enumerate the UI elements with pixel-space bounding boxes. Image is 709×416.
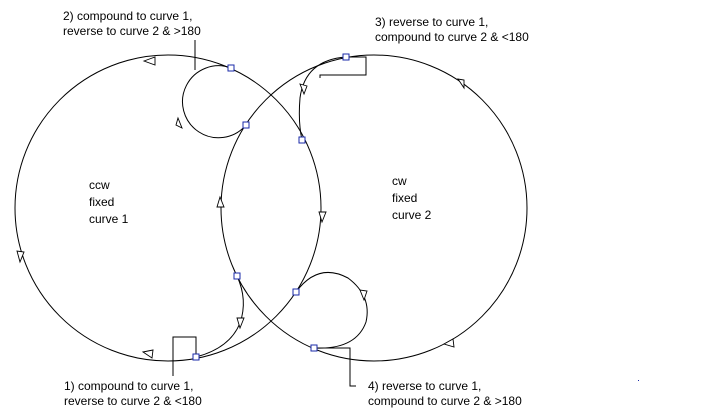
- arc-4-reverse-compound-gt180: [295, 271, 368, 349]
- grip-square-icon[interactable]: [233, 272, 241, 280]
- leader-callout-3: [319, 56, 367, 78]
- callout-line: reverse to curve 2 & <180: [64, 394, 202, 408]
- curve-1-label-line: ccw: [89, 178, 110, 192]
- arrow-icon: [175, 116, 183, 129]
- arrow-icon: [457, 78, 465, 90]
- callout-line: 4) reverse to curve 1,: [368, 379, 481, 393]
- callout-line: 2) compound to curve 1,: [63, 9, 192, 23]
- leader-callout-1: [172, 336, 197, 376]
- arc-3-reverse-compound-lt180: [298, 56, 347, 141]
- grip-square-icon[interactable]: [192, 353, 200, 361]
- curve-1-label-line: curve 1: [89, 212, 129, 226]
- callout-line: 1) compound to curve 1,: [64, 379, 193, 393]
- arrow-icon: [318, 211, 327, 224]
- callout-line: compound to curve 2 & <180: [375, 30, 529, 44]
- grip-square-icon[interactable]: [342, 53, 350, 61]
- curve-1-circle: [14, 54, 322, 362]
- grip-square-icon[interactable]: [310, 344, 318, 352]
- callout-line: 3) reverse to curve 1,: [375, 15, 488, 29]
- curve-2-circle: [220, 54, 528, 362]
- callout-line: compound to curve 2 & >180: [368, 394, 522, 408]
- arrow-icon: [216, 195, 225, 208]
- curve-1-label: ccw fixed curve 1: [89, 178, 129, 226]
- arrow-icon: [442, 338, 455, 348]
- arrow-icon: [141, 349, 154, 359]
- grip-points: [192, 53, 350, 361]
- leader-lines: [172, 40, 367, 387]
- arc-2-compound-reverse-gt180: [182, 65, 247, 139]
- callout-4-text: 4) reverse to curve 1, compound to curve…: [368, 379, 522, 408]
- curve-2-label-line: curve 2: [392, 208, 432, 222]
- curve-1-label-line: fixed: [89, 195, 114, 209]
- arrow-icon: [359, 289, 368, 302]
- callout-1-text: 1) compound to curve 1, reverse to curve…: [64, 379, 202, 408]
- grip-square-icon[interactable]: [227, 64, 235, 72]
- callout-2-text: 2) compound to curve 1, reverse to curve…: [63, 9, 201, 38]
- arrow-icon: [236, 317, 245, 330]
- direction-arrows: [16, 56, 465, 359]
- arrow-icon: [142, 56, 156, 66]
- curve-2-label-line: cw: [392, 174, 407, 188]
- leader-callout-4: [314, 347, 356, 387]
- callout-line: reverse to curve 2 & >180: [63, 24, 201, 38]
- arrow-icon: [299, 83, 308, 96]
- curve-2-label: cw fixed curve 2: [392, 174, 432, 222]
- grip-square-icon[interactable]: [292, 288, 300, 296]
- callout-3-text: 3) reverse to curve 1, compound to curve…: [375, 15, 529, 44]
- grip-square-icon[interactable]: [298, 136, 306, 144]
- curve-2-label-line: fixed: [392, 191, 417, 205]
- arrow-icon: [16, 250, 25, 264]
- stray-dot: [638, 380, 639, 381]
- grip-square-icon[interactable]: [242, 121, 250, 129]
